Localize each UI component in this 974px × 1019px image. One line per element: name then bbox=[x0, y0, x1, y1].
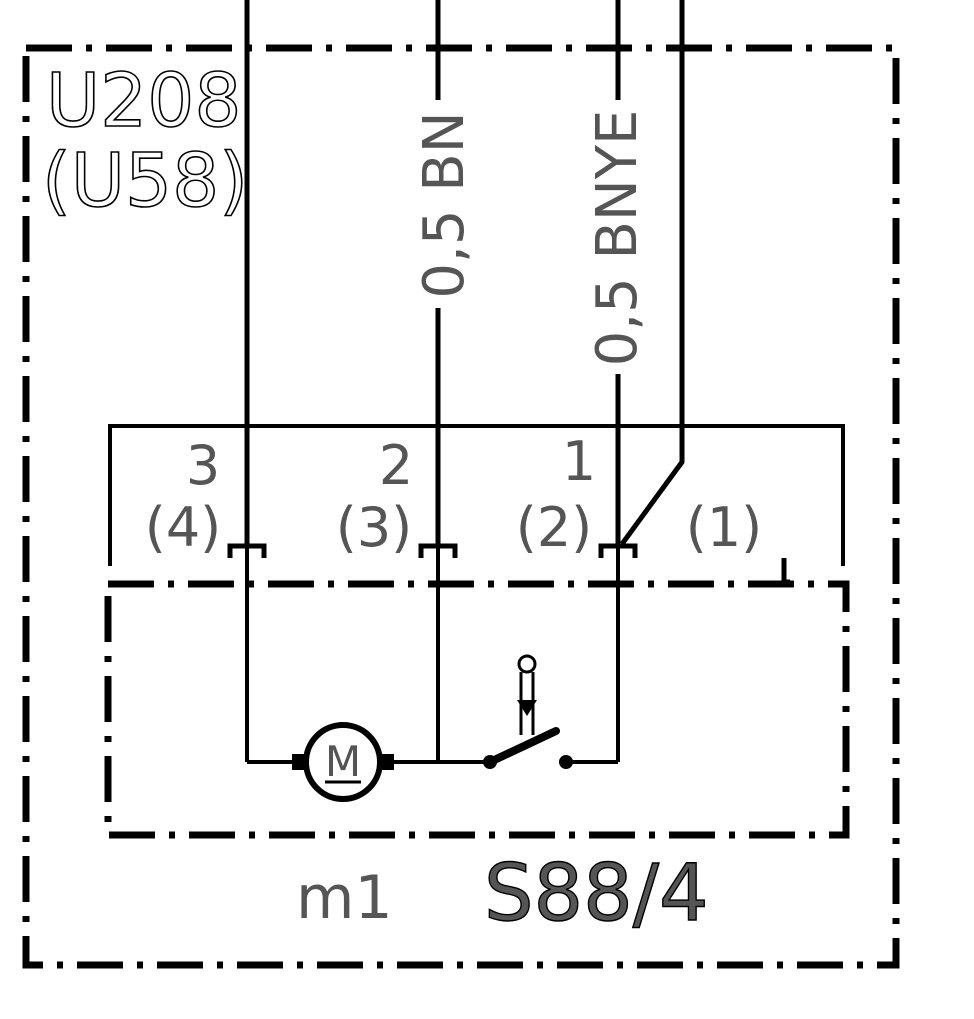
connector-housing bbox=[108, 424, 845, 566]
wire-label-pin1: 0,5 BNYE bbox=[585, 110, 650, 367]
unit-id-alt: (U58) bbox=[42, 138, 248, 224]
connector-pin1-stub bbox=[781, 558, 790, 585]
terminal-pin3 bbox=[227, 543, 267, 558]
component-ref: m1 bbox=[296, 863, 393, 933]
unit-id-primary: U208 bbox=[46, 58, 241, 144]
inner-boundary bbox=[104, 580, 850, 839]
pin1-alt: (2) bbox=[516, 496, 593, 559]
wire-label-pin2: 0,5 BN bbox=[412, 111, 477, 298]
pin2-alt: (3) bbox=[336, 496, 413, 559]
pin3-number: 3 bbox=[186, 434, 220, 497]
pin1-number: 1 bbox=[562, 430, 596, 493]
pin3-alt: (4) bbox=[145, 496, 222, 559]
switch-symbol bbox=[483, 654, 573, 769]
motor-symbol-label: M bbox=[325, 737, 361, 786]
motor-symbol bbox=[292, 722, 394, 802]
pin2-number: 2 bbox=[379, 434, 413, 497]
component-code: S88/4 bbox=[484, 849, 709, 939]
pin0-alt: (1) bbox=[686, 496, 763, 559]
terminal-pin2 bbox=[418, 543, 458, 558]
wire-pin1-jumper bbox=[619, 0, 685, 546]
outer-boundary bbox=[22, 44, 900, 969]
terminal-pin1 bbox=[598, 543, 638, 558]
